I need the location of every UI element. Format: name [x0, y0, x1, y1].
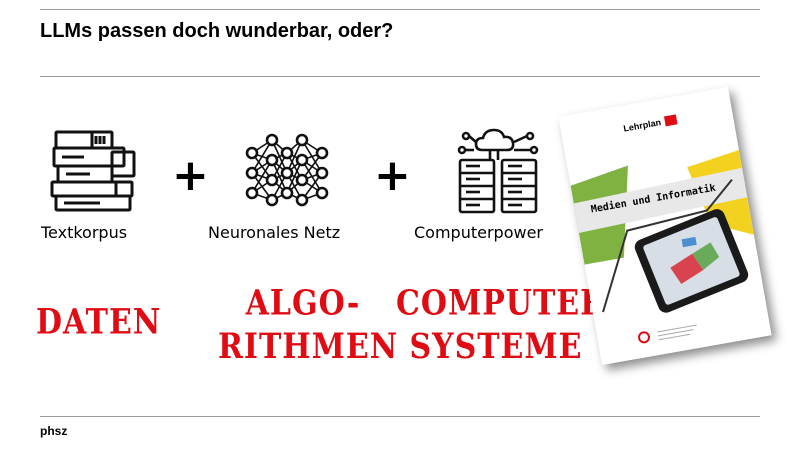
book-cover-art — [558, 86, 772, 366]
title-rule — [40, 76, 760, 77]
caption-textkorpus: Textkorpus — [41, 223, 128, 242]
footer-rule — [40, 416, 760, 417]
plus-operator-1: + — [172, 150, 209, 201]
neural-network-icon — [245, 133, 329, 207]
footer-label: phsz — [40, 424, 68, 438]
stamp-daten: DATEN — [36, 301, 162, 345]
slide-title: LLMs passen doch wunderbar, oder? — [40, 20, 394, 42]
plus-operator-2: + — [374, 150, 411, 201]
stamp-computersysteme: COMPUTER- SYSTEME — [396, 282, 620, 369]
cloud-server-icon — [457, 128, 539, 214]
caption-computerpower: Computerpower — [414, 223, 543, 242]
book-cover-image: Lehrplan Medien und Informatik — [558, 86, 772, 366]
stamp-algo-line1: ALGO- — [245, 283, 361, 324]
stamp-algo-line2: RITHMEN — [218, 327, 399, 368]
top-rule — [40, 9, 760, 10]
stamp-algorithmen: ALGO- RITHMEN — [218, 282, 399, 369]
stamp-computer-line2: SYSTEME — [409, 327, 583, 368]
books-icon — [50, 130, 136, 212]
stamp-daten-text: DATEN — [36, 302, 162, 343]
caption-neuronales-netz: Neuronales Netz — [208, 223, 341, 242]
stamp-computer-line1: COMPUTER- — [396, 283, 620, 324]
